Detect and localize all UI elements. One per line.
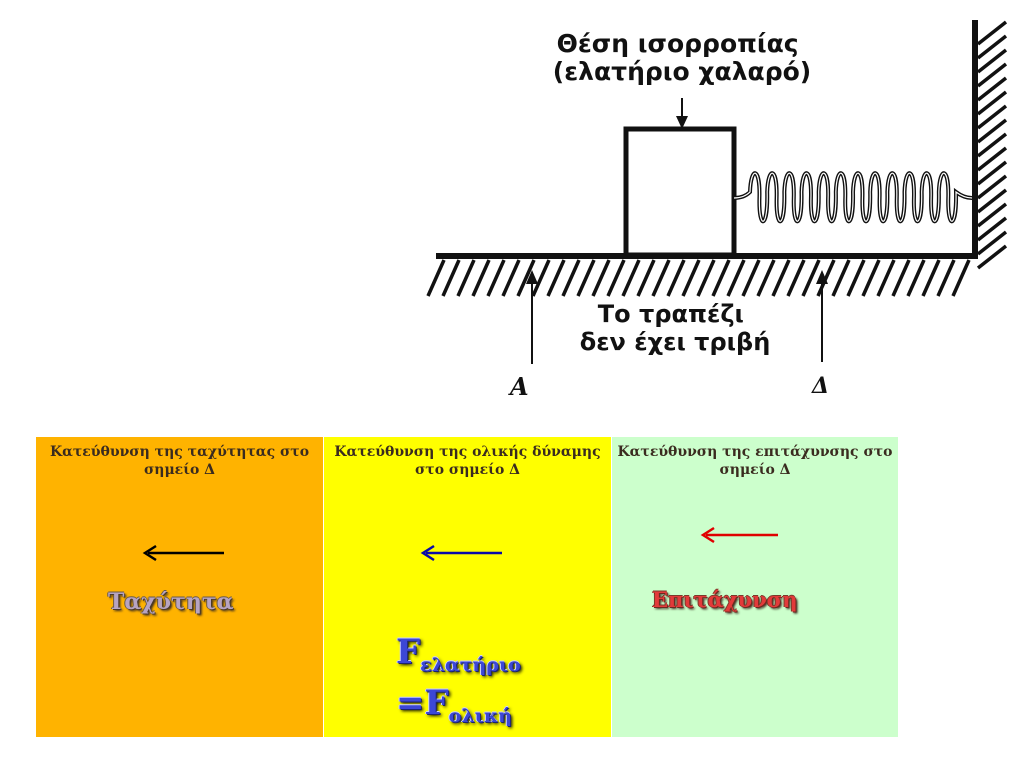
wall-hatch-line <box>976 104 1008 130</box>
floor-hatch-line <box>441 259 461 297</box>
floor-hatch-line <box>876 259 896 297</box>
point-a-label: Α <box>508 372 529 401</box>
equilibrium-label: Θέση ισορροπίας (ελατήριο χαλαρό) <box>553 29 811 86</box>
mass-block <box>623 126 737 258</box>
velocity-arrow-left-icon <box>142 544 224 562</box>
wall-hatch-line <box>976 202 1008 228</box>
acceleration-panel-header: Κατεύθυνση της επιτάχυνσης στο σημείο Δ <box>617 444 893 478</box>
floor-hatch-line <box>861 259 881 297</box>
floor-hatch-line <box>801 259 821 297</box>
force-subscript-total: ολική <box>448 705 512 727</box>
wall-hatching <box>976 20 1008 270</box>
wall-hatch-line <box>976 118 1008 144</box>
wall-hatch-line <box>976 90 1008 116</box>
wall-hatch-line <box>976 146 1008 172</box>
wall-hatch-line <box>976 34 1008 60</box>
floor-hatch-line <box>426 259 446 297</box>
wall-hatch-line <box>976 174 1008 200</box>
floor-hatch-line <box>561 259 581 297</box>
force-formula: Fελατήριο =Fολική <box>396 633 546 735</box>
spring-inner <box>733 172 973 222</box>
floor-hatch-line <box>696 259 716 297</box>
equilibrium-label-line1: Θέση ισορροπίας <box>557 29 799 58</box>
force-symbol-total: F <box>424 683 449 723</box>
floor-hatch-line <box>456 259 476 297</box>
force-subscript-spring: ελατήριο <box>420 654 521 676</box>
wall-hatch-line <box>976 216 1008 242</box>
floor-hatch-line <box>516 259 536 297</box>
total-force-panel: Κατεύθυνση της ολικής δύναμης στο σημείο… <box>324 437 611 737</box>
force-arrow-head <box>420 544 435 562</box>
floor-hatch-line <box>816 259 836 297</box>
wall-hatch-line <box>976 132 1008 158</box>
floor-hatch-line <box>636 259 656 297</box>
floor-hatching <box>426 259 971 297</box>
floor-hatch-line <box>891 259 911 297</box>
floor-hatch-line <box>921 259 941 297</box>
wall-hatch-line <box>976 76 1008 102</box>
floor-hatch-line <box>786 259 806 297</box>
floor-hatch-line <box>951 259 971 297</box>
floor-hatch-line <box>756 259 776 297</box>
floor-hatch-line <box>681 259 701 297</box>
velocity-label: Ταχύτητα <box>108 589 234 615</box>
floor-hatch-line <box>666 259 686 297</box>
wall-hatch-line <box>976 230 1008 256</box>
floor-hatch-line <box>621 259 641 297</box>
floor-hatch-line <box>936 259 956 297</box>
floor-hatch-line <box>711 259 731 297</box>
equilibrium-pointer-arrow <box>676 98 688 129</box>
floor-hatch-line <box>501 259 521 297</box>
floor-hatch-line <box>906 259 926 297</box>
acceleration-panel: Κατεύθυνση της επιτάχυνσης στο σημείο Δ … <box>612 437 898 737</box>
floor-hatch-line <box>591 259 611 297</box>
force-symbol-spring: F <box>396 632 421 672</box>
acceleration-arrow-left-icon <box>700 526 778 544</box>
point-a-marker <box>526 270 538 364</box>
velocity-arrow-head <box>142 544 157 562</box>
wall-hatch-line <box>976 48 1008 74</box>
wall <box>972 20 978 259</box>
table-label-line2: δεν έχει τριβή <box>580 328 771 356</box>
table-label: Το τραπέζι δεν έχει τριβή <box>580 300 771 356</box>
floor-hatch-line <box>831 259 851 297</box>
wall-hatch-line <box>976 188 1008 214</box>
floor-hatch-line <box>486 259 506 297</box>
wall-hatch-line <box>976 62 1008 88</box>
force-arrow-left-icon <box>420 544 502 562</box>
acceleration-label: Επιτάχυνση <box>652 587 798 612</box>
floor-hatch-line <box>726 259 746 297</box>
force-formula-line2: =Fολική <box>396 684 546 735</box>
floor-hatch-line <box>576 259 596 297</box>
acceleration-arrow-head <box>700 526 715 544</box>
equilibrium-label-line2: (ελατήριο χαλαρό) <box>553 57 811 86</box>
floor-hatch-line <box>651 259 671 297</box>
equals-sign: = <box>396 683 425 723</box>
floor-hatch-line <box>771 259 791 297</box>
wall-hatch-line <box>976 20 1008 46</box>
table-label-line1: Το τραπέζι <box>598 300 744 328</box>
velocity-panel-header: Κατεύθυνση της ταχύτητας στο σημείο Δ <box>49 444 310 478</box>
wall-hatch-line <box>976 244 1008 270</box>
point-d-label: Δ <box>811 373 829 399</box>
floor-hatch-line <box>741 259 761 297</box>
floor-hatch-line <box>471 259 491 297</box>
velocity-panel: Κατεύθυνση της ταχύτητας στο σημείο Δ Τα… <box>36 437 323 737</box>
floor-hatch-line <box>546 259 566 297</box>
spring-mass-diagram: Θέση ισορροπίας (ελατήριο χαλαρό) Το τρα… <box>426 20 1008 401</box>
floor-hatch-line <box>846 259 866 297</box>
wall-hatch-line <box>976 160 1008 186</box>
floor-hatch-line <box>531 259 551 297</box>
floor-hatch-line <box>606 259 626 297</box>
force-formula-line1: Fελατήριο <box>396 633 546 684</box>
point-d-marker <box>816 270 828 362</box>
total-force-panel-header: Κατεύθυνση της ολικής δύναμης στο σημείο… <box>334 444 601 478</box>
